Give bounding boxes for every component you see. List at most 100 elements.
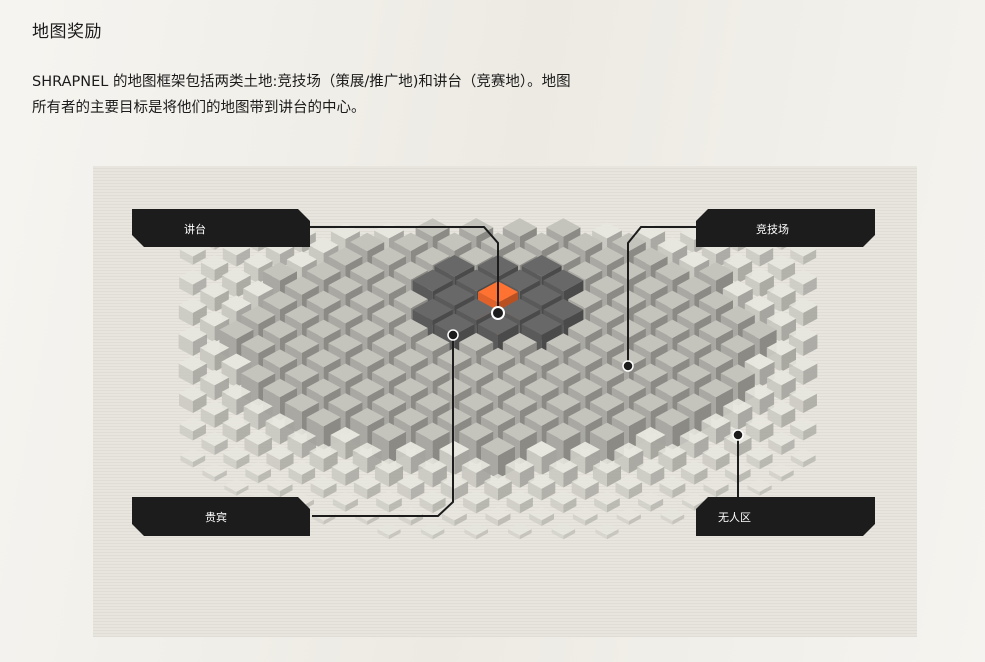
outer-tile [789, 297, 818, 327]
anchor-dot-no-mans-land [732, 429, 744, 441]
outer-tile [178, 355, 207, 385]
outer-tile [420, 522, 445, 540]
outer-tile [746, 446, 773, 470]
outer-tile [179, 269, 207, 296]
callout-label-vip: 贵宾 [205, 510, 227, 524]
outer-tile [595, 522, 619, 540]
outer-tile [419, 490, 446, 514]
callout-no-mans-land: 无人区 [696, 497, 875, 536]
page-title: 地图奖励 [32, 22, 102, 42]
outer-tile [767, 369, 796, 401]
connector-arena [627, 226, 698, 366]
outer-tile [180, 448, 206, 468]
outer-tile [179, 417, 206, 441]
outer-tile [594, 491, 620, 513]
outer-tile [636, 459, 665, 486]
outer-tile [790, 242, 817, 265]
outer-tile [550, 490, 577, 514]
description: SHRAPNEL 的地图框架包括两类土地:竞技场（策展/推广地)和讲台（竞赛地）… [32, 69, 792, 121]
callout-label-no-mans-land: 无人区 [718, 511, 751, 524]
callout-arena: 竞技场 [696, 209, 875, 247]
hex-tile-field [178, 218, 818, 540]
outer-tile [463, 490, 490, 514]
outer-tile [703, 477, 729, 498]
outer-tile [549, 457, 578, 488]
description-line-1: SHRAPNEL 的地图框架包括两类土地:竞技场（策展/推广地)和讲台（竞赛地）… [32, 74, 571, 90]
outer-tile [679, 428, 709, 459]
anchor-dot-vip [447, 329, 459, 341]
outer-tile [507, 522, 532, 540]
anchor-dot-podium [491, 306, 505, 320]
callout-label-podium: 讲台 [184, 222, 206, 236]
outer-tile [551, 522, 576, 540]
outer-tile [310, 476, 337, 499]
outer-tile [202, 463, 227, 482]
outer-tile [222, 267, 251, 298]
outer-tile [353, 475, 381, 500]
outer-tile [747, 478, 772, 496]
outer-tile [660, 508, 685, 525]
outer-tile [768, 431, 795, 456]
outer-tile [767, 282, 796, 313]
outer-tile [288, 460, 316, 485]
description-line-2: 所有者的主要目标是将他们的地图带到讲台的中心。 [32, 100, 366, 116]
outer-tile [571, 474, 599, 501]
callout-connectors [304, 226, 739, 517]
outer-tile [616, 507, 641, 525]
outer-tile [614, 442, 644, 474]
outer-tile [265, 413, 295, 445]
outer-tile [638, 491, 664, 512]
outer-tile [506, 490, 533, 514]
outer-tile [529, 506, 555, 527]
outer-tile [178, 297, 207, 327]
outer-tile [179, 386, 207, 414]
connector-podium [304, 226, 499, 313]
outer-tile [352, 442, 382, 474]
outer-tile [267, 477, 293, 498]
outer-tile [789, 355, 818, 385]
outer-tile [572, 507, 598, 526]
callout-labels: 讲台 竞技场 贵宾 无人区 [132, 209, 875, 536]
outer-tile [658, 443, 687, 473]
connector-vip [312, 335, 454, 517]
outer-tile [745, 383, 775, 416]
outer-tile [377, 522, 401, 540]
outer-tile [505, 457, 535, 488]
outer-tile [767, 400, 796, 428]
callout-vip: 贵宾 [132, 497, 310, 536]
outer-tile [723, 253, 753, 284]
outer-tile [441, 506, 467, 527]
outer-tile [484, 473, 512, 501]
outer-tile [179, 242, 206, 265]
outer-tile [790, 448, 816, 468]
outer-tile [374, 458, 404, 487]
outer-tile [789, 269, 817, 296]
outer-tile [767, 255, 796, 282]
callout-label-arena: 竞技场 [756, 222, 789, 236]
outer-tile [222, 415, 251, 443]
outer-tile [221, 383, 251, 416]
callout-anchor-dots [447, 306, 744, 441]
outer-tile [680, 460, 708, 485]
outer-tile [266, 445, 294, 471]
outer-tile [788, 326, 818, 357]
outer-tile [244, 429, 272, 457]
outer-tile [376, 491, 402, 513]
outer-tile [287, 428, 317, 459]
outer-tile [440, 473, 469, 501]
outer-tile [418, 457, 447, 488]
outer-tile [769, 463, 794, 482]
outer-tile [592, 458, 622, 487]
outer-tile [223, 446, 250, 470]
outer-tile [789, 386, 817, 414]
outer-tile [790, 417, 817, 441]
outer-tile [485, 506, 511, 527]
outer-tile [200, 255, 229, 282]
outer-tile [461, 457, 491, 488]
outer-tile [745, 415, 774, 443]
outer-tile [464, 522, 489, 540]
outer-tile [201, 431, 228, 456]
outer-tile [702, 445, 730, 471]
outer-tile [309, 443, 338, 473]
